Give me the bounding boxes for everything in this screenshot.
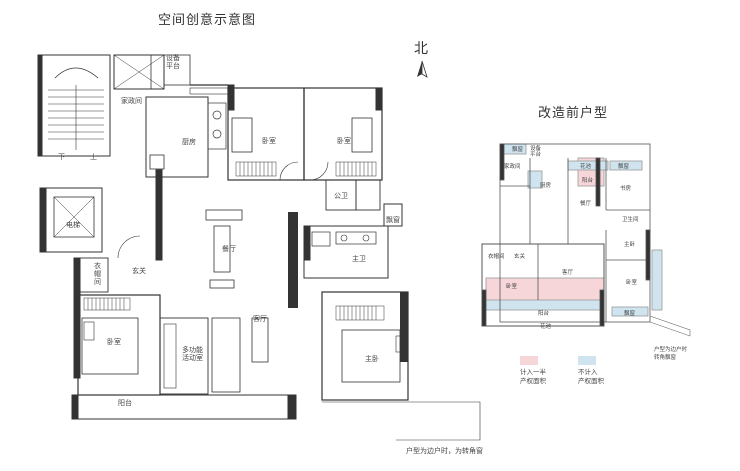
r-room-dining: 餐厅 <box>580 201 592 207</box>
r-room-foyer: 玄关 <box>514 254 526 260</box>
room-wardrobe: 衣帽间 <box>94 262 101 286</box>
right-plan-title: 改造前户型 <box>538 106 609 121</box>
room-balcony: 阳台 <box>118 399 132 407</box>
r-room-bay1: 飘窗 <box>512 147 524 153</box>
room-housekeeping: 家政间 <box>121 97 142 105</box>
r-room-master: 主卧 <box>624 242 636 248</box>
left-plan-title: 空间创意示意图 <box>158 13 257 28</box>
room-bedroom-c: 卧室 <box>107 338 121 346</box>
r-room-bay3: 飘窗 <box>624 311 636 317</box>
room-foyer: 玄关 <box>132 267 146 275</box>
r-room-kitchen: 厨房 <box>540 183 552 189</box>
r-room-flower1: 花池 <box>580 164 592 170</box>
legend-none-swatch <box>578 356 596 365</box>
r-room-bedroom-l: 卧室 <box>506 284 518 290</box>
r-room-equipment: 设备 平台 <box>530 146 542 158</box>
r-room-bath: 卫生间 <box>622 217 639 223</box>
north-label: 北 <box>414 41 428 57</box>
legend-none-text: 不计入 产权面积 <box>578 368 604 385</box>
r-room-bay2: 飘窗 <box>618 164 630 170</box>
room-bedroom-b: 卧室 <box>337 137 351 145</box>
legend-half-text: 计入一半 产权面积 <box>520 368 546 385</box>
legend-half-swatch <box>520 356 538 365</box>
room-elevator: 电梯 <box>66 221 80 229</box>
room-dining: 餐厅 <box>222 245 236 253</box>
r-room-bedroom-r: 卧室 <box>626 280 638 286</box>
r-room-housekeeping: 家政间 <box>504 164 521 170</box>
r-room-flower2: 花池 <box>540 324 552 330</box>
north-arrow-icon <box>417 60 428 78</box>
r-room-balcony-n: 阳台 <box>582 178 594 184</box>
r-room-balcony-s: 阳台 <box>538 311 550 317</box>
stair-up: 上 <box>90 153 97 161</box>
right-corner-note: 户型为边户时 转角飘窗 <box>654 347 688 361</box>
room-master-bed: 主卧 <box>365 355 379 363</box>
stair-down: 下 <box>58 153 65 161</box>
left-corner-note: 户型为边户时，为转角窗 <box>406 447 483 455</box>
room-master-bath: 主卫 <box>352 255 366 263</box>
room-multi: 多功能 活动室 <box>182 346 203 362</box>
room-bay-window: 飘窗 <box>386 216 400 224</box>
left-floorplan <box>37 54 481 441</box>
room-living: 客厅 <box>253 315 267 323</box>
r-room-living: 客厅 <box>562 270 574 276</box>
r-room-study: 书房 <box>620 186 632 192</box>
r-room-wardrobe: 衣帽间 <box>488 254 505 260</box>
room-bedroom-a: 卧室 <box>262 137 276 145</box>
room-equipment: 设备 平台 <box>166 54 180 70</box>
room-kitchen: 厨房 <box>182 138 196 146</box>
room-public-bath: 公卫 <box>334 192 348 200</box>
right-floorplan <box>481 143 691 337</box>
